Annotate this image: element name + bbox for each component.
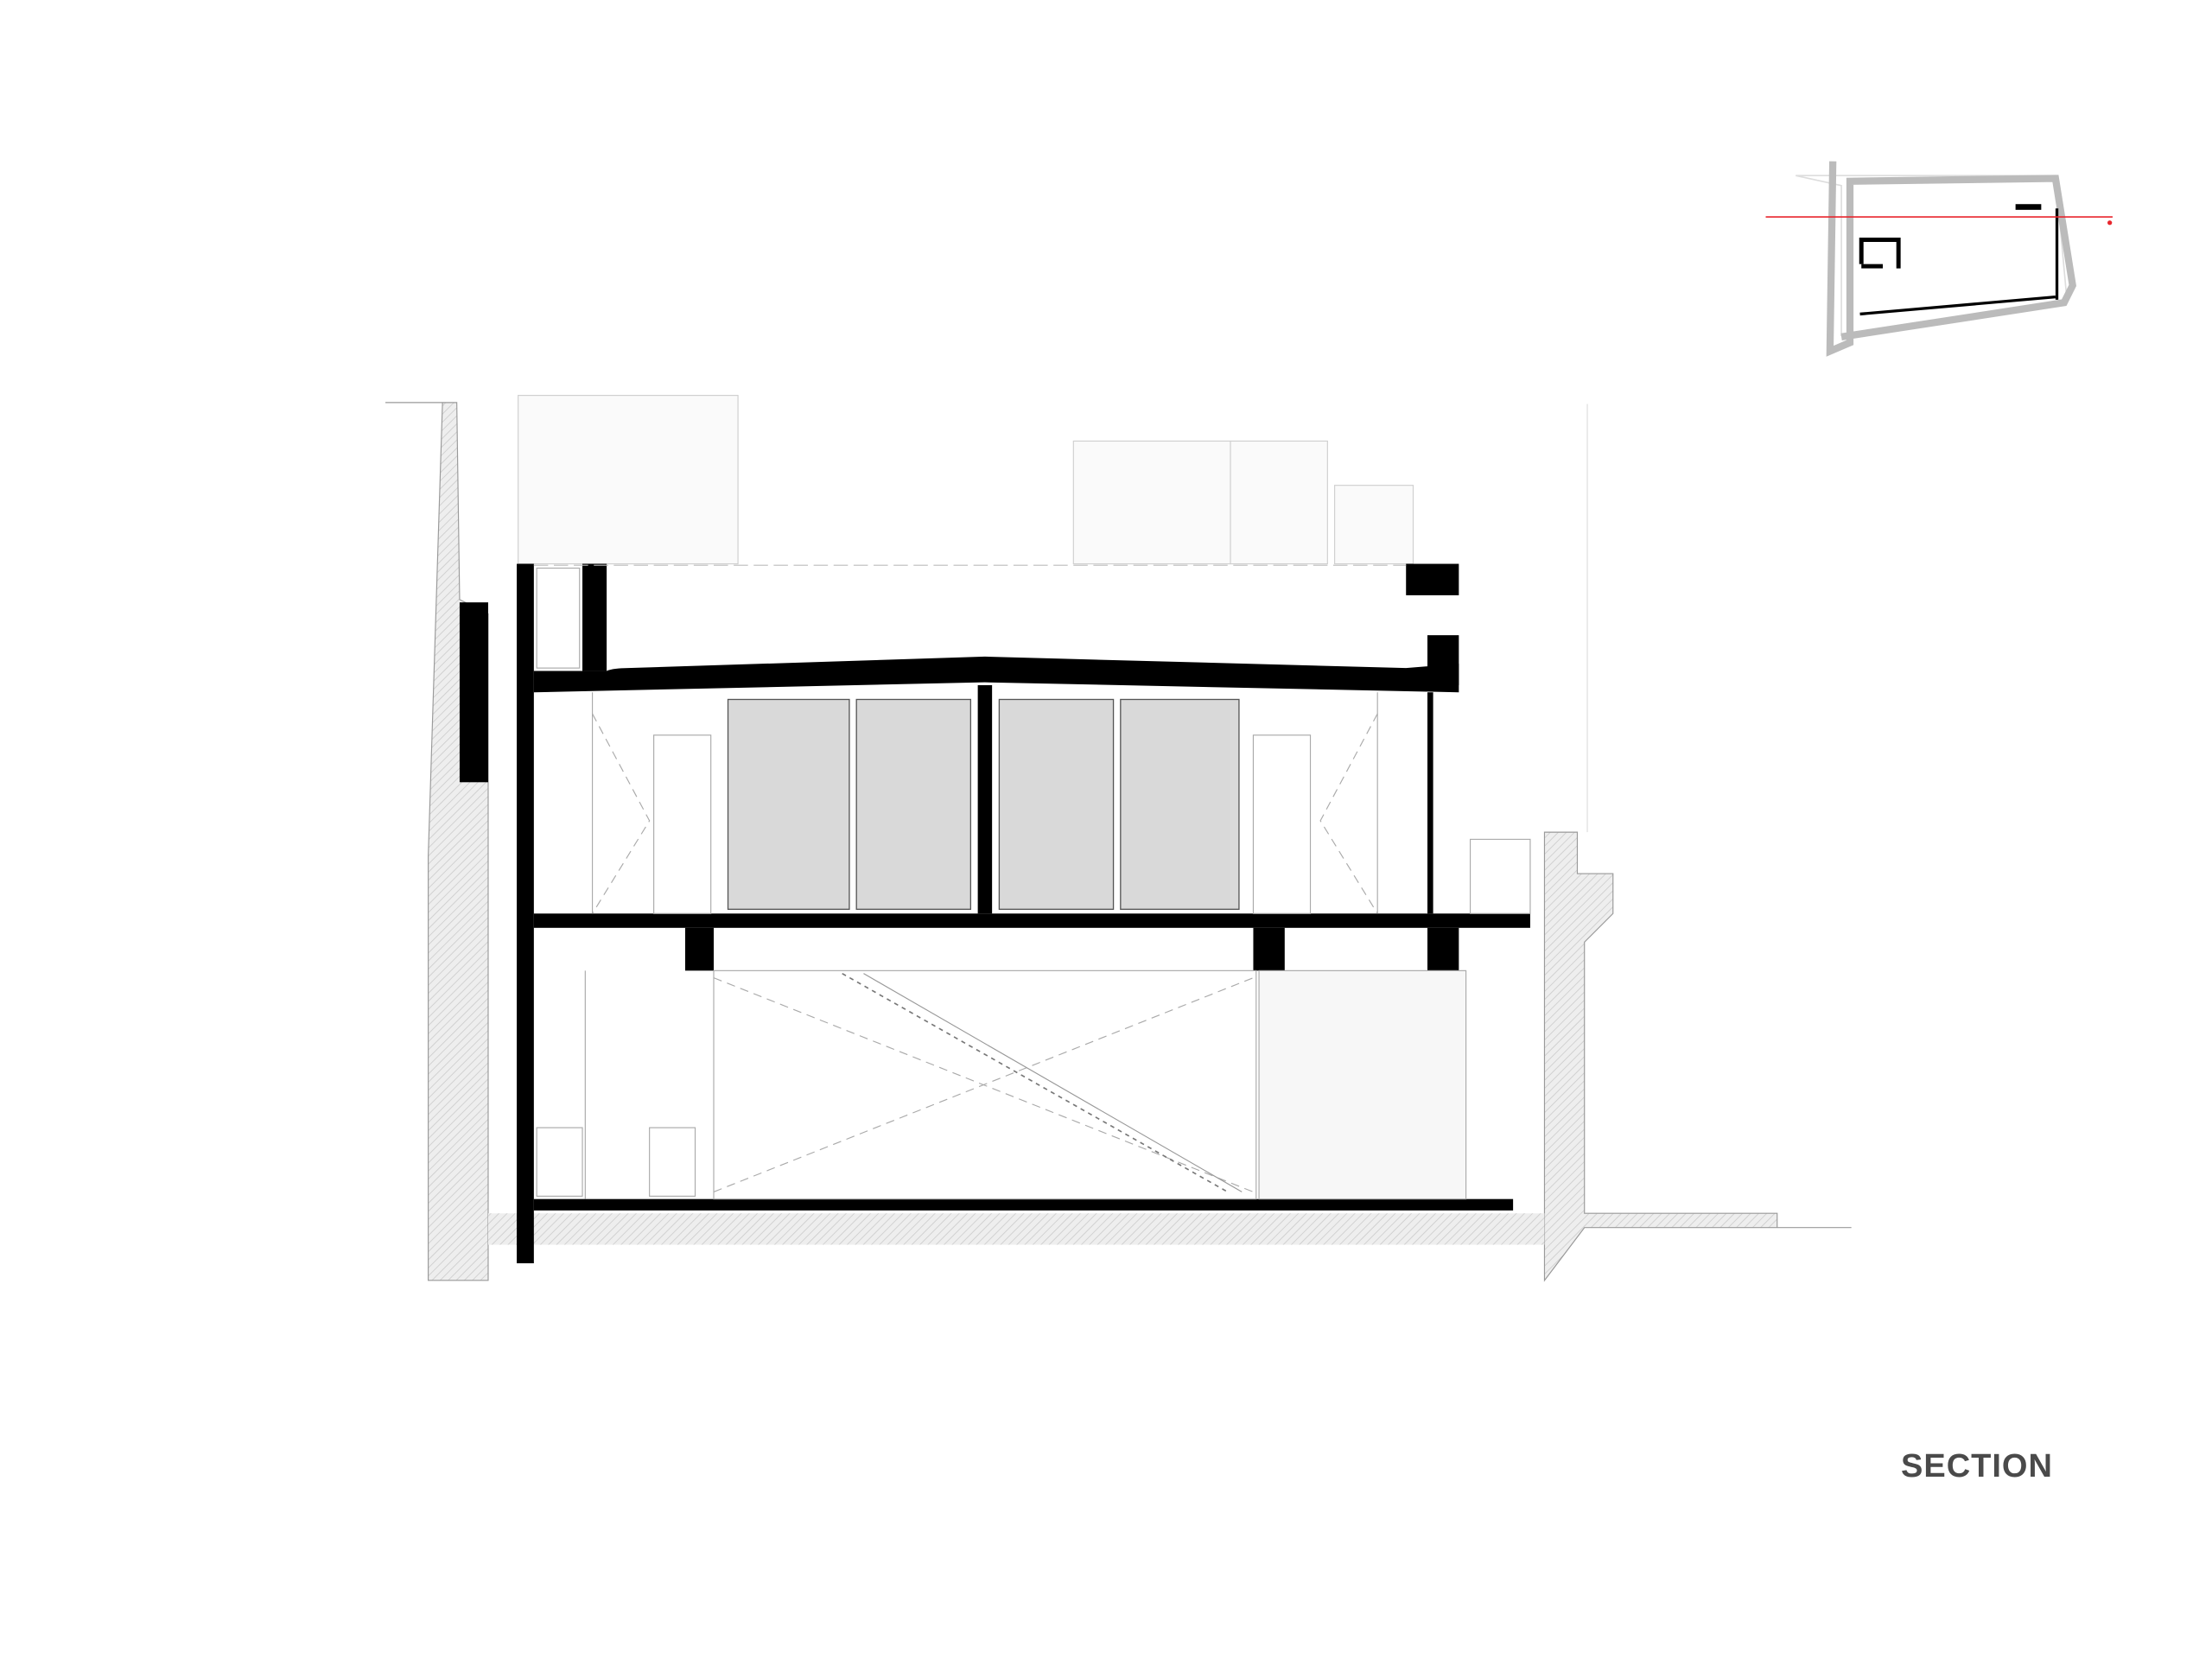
- section-cut-marker: [2107, 220, 2113, 226]
- glazing-panels: [727, 698, 1240, 910]
- left-neighbour-strip: [459, 602, 488, 783]
- interior-details: [536, 567, 1531, 1200]
- ground-fill: [487, 1213, 1545, 1245]
- left-neighbour-wall: [385, 402, 489, 1281]
- building-structure: [517, 563, 1530, 1264]
- right-neighbour-wall: [1543, 831, 1852, 1282]
- background-buildings: [518, 395, 1414, 565]
- drawing-title: SECTION: [1901, 1448, 2053, 1484]
- staircase: [842, 972, 1229, 1193]
- key-plan: [1765, 161, 2113, 357]
